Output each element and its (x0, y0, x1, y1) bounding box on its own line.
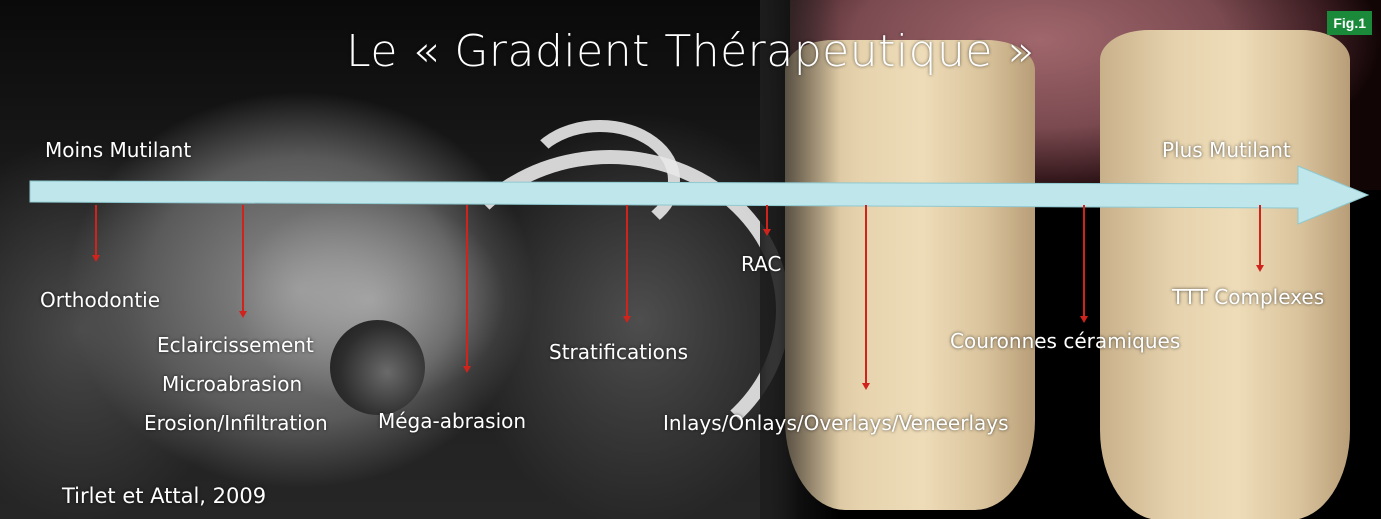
treatment-label-erosion: Erosion/Infiltration (144, 411, 328, 435)
marker-head-4 (763, 229, 771, 236)
treatment-label-couronnes: Couronnes céramiques (950, 329, 1180, 353)
treatment-label-inlays: Inlays/Onlays/Overlays/Veneerlays (663, 411, 1009, 435)
marker-head-5 (862, 383, 870, 390)
marker-head-6 (1080, 316, 1088, 323)
treatment-label-ttt-complexes: TTT Complexes (1172, 285, 1324, 309)
treatment-label-orthodontie: Orthodontie (40, 288, 160, 312)
citation-credit: Tirlet et Attal, 2009 (62, 484, 266, 508)
gradient-arrow (30, 166, 1368, 224)
axis-start-label: Moins Mutilant (45, 138, 191, 162)
marker-head-3 (623, 316, 631, 323)
treatment-label-stratifications: Stratifications (549, 340, 688, 364)
marker-head-1 (239, 311, 247, 318)
treatment-label-microabrasion: Microabrasion (162, 372, 302, 396)
marker-head-2 (463, 366, 471, 373)
marker-head-7 (1256, 265, 1264, 272)
treatment-label-rac: RAC (741, 252, 781, 276)
marker-head-0 (92, 255, 100, 262)
axis-end-label: Plus Mutilant (1162, 138, 1291, 162)
treatment-label-eclaircissement: Eclaircissement (157, 333, 314, 357)
treatment-label-mega-abrasion: Méga-abrasion (378, 409, 526, 433)
